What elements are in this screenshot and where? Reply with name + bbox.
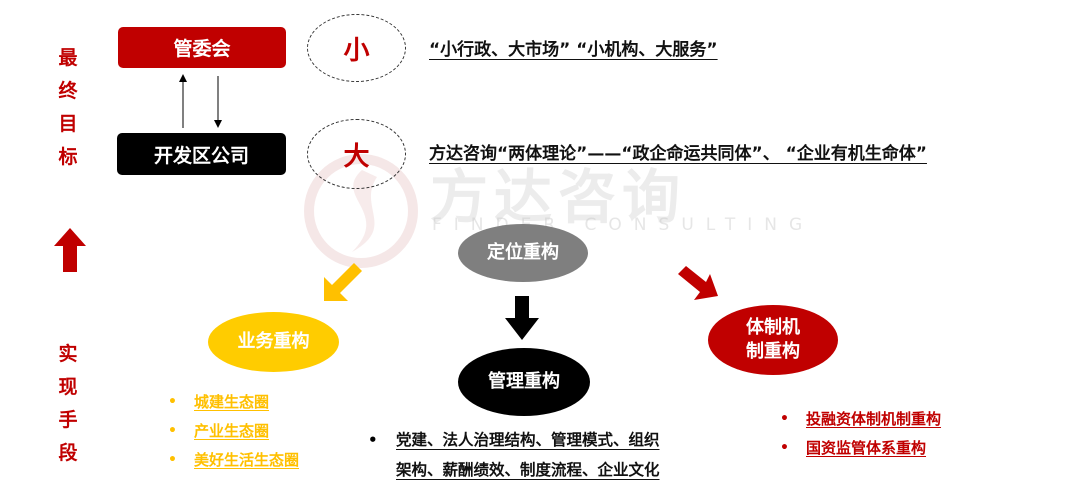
up-connector-arrow-icon [179,74,187,132]
institution-ellipse: 体制机 制重构 [708,305,838,375]
means-label: 实 现 手 段 [56,338,80,470]
big-ellipse: 大 [307,119,406,189]
institution-list: •投融资体制机制重构 •国资监管体系重构 [780,404,941,462]
management-ellipse: 管理重构 [458,348,590,416]
institution-label-line1: 体制机 [746,317,800,338]
means-char: 手 [58,409,78,431]
goal-char: 目 [58,113,78,135]
small-ellipse: 小 [307,14,406,82]
institution-item: •投融资体制机制重构 [780,410,942,428]
means-char: 段 [58,442,78,464]
up-arrow-icon [54,228,86,276]
big-statement: 方达咨询“两体理论”——“政企命运共同体”、 “企业有机生命体” [429,144,927,164]
management-label: 管理重构 [488,371,560,392]
goal-char: 终 [58,80,78,102]
business-ellipse: 业务重构 [208,312,339,372]
business-item: •产业生态圈 [168,422,270,440]
goal-char: 标 [58,146,78,168]
means-char: 实 [58,343,78,365]
down-left-arrow-icon [322,263,362,307]
big-label: 大 [343,141,370,172]
small-label: 小 [343,35,370,66]
down-right-arrow-icon [678,266,720,306]
management-list: • 党建、法人治理结构、管理模式、组织 架构、薪酬绩效、制度流程、企业文化 [368,425,660,485]
positioning-label: 定位重构 [487,242,559,263]
business-list: •城建生态圈 •产业生态圈 •美好生活生态圈 [168,387,299,474]
committee-label: 管委会 [173,38,231,60]
business-label: 业务重构 [237,331,310,352]
institution-item: •国资监管体系重构 [780,439,927,457]
goal-label: 最 终 目 标 [56,42,80,174]
committee-box: 管委会 [118,27,286,68]
company-label: 开发区公司 [153,144,249,167]
management-item: 架构、薪酬绩效、制度流程、企业文化 [396,461,660,479]
business-item: •美好生活生态圈 [168,451,300,469]
down-arrow-icon [505,296,539,344]
means-char: 现 [58,376,78,398]
goal-char: 最 [58,47,78,69]
bullet: • [368,431,378,449]
watermark-text: 方达咨询 [430,163,687,231]
positioning-ellipse: 定位重构 [458,224,588,282]
institution-label-line2: 制重构 [746,341,800,362]
company-box: 开发区公司 [117,133,286,175]
business-item: •城建生态圈 [168,393,270,411]
down-connector-arrow-icon [214,76,222,132]
management-item: 党建、法人治理结构、管理模式、组织 [396,431,660,449]
small-statement: “小行政、大市场” “小机构、大服务” [429,40,718,60]
